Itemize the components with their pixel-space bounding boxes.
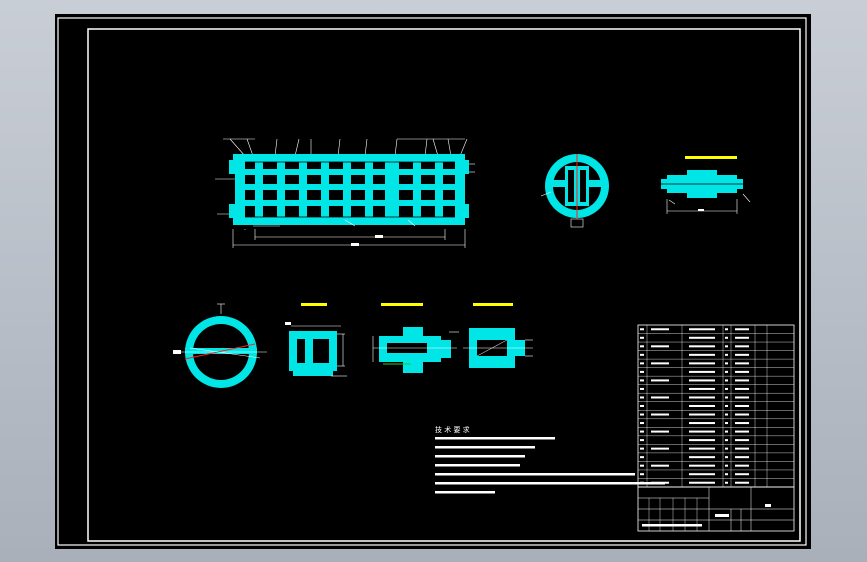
- main-assembly-view: [215, 138, 475, 248]
- detail-view-a: [285, 303, 347, 377]
- inner-border: [87, 28, 801, 542]
- cad-drawing-canvas: 技 术 要 求: [57, 17, 807, 546]
- detail-view-b: [372, 303, 459, 373]
- ring-section-view: [173, 303, 267, 388]
- tech-requirements-heading: 技 术 要 求: [435, 425, 470, 434]
- parts-list-table: [637, 324, 795, 488]
- outer-border: [57, 17, 807, 546]
- tech-requirements: 技 术 要 求: [435, 425, 665, 494]
- end-ring-view: [540, 154, 609, 228]
- shaft-detail-view: [655, 156, 751, 214]
- cad-drawing-sheet: 技 术 要 求: [55, 14, 811, 549]
- detail-view-c: [463, 303, 533, 368]
- title-block: [637, 486, 795, 532]
